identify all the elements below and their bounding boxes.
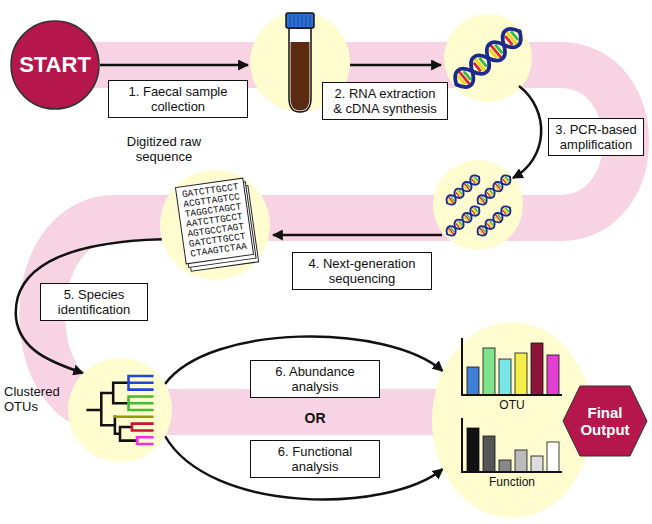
tube-body — [289, 28, 311, 112]
step-box: 5. Species identification — [40, 283, 148, 321]
flow-arrow — [273, 234, 442, 237]
illustration-circle: GATCTTGCCTACGTTAGTCCTAGGCTAGCTAATCTTGCCT… — [160, 170, 270, 280]
step-box: 6. Functional analysis — [250, 440, 380, 478]
step-label: 3. PCR-based amplification — [553, 122, 639, 152]
step-label: 4. Next-generation sequencing — [299, 256, 425, 286]
step-box: 6. Abundance analysis — [250, 360, 380, 398]
connector-arrow — [165, 436, 443, 499]
dna-helix — [475, 204, 513, 238]
text-holder: Function — [462, 475, 562, 489]
node-illustration — [88, 376, 153, 444]
output-hexagon: Final Output — [562, 385, 648, 457]
step-label: 2. RNA extraction & cDNA synthesis — [329, 86, 441, 116]
step-label: 1. Faecal sample collection — [115, 84, 241, 114]
step-label: 5. Species identification — [47, 287, 141, 317]
tube-cap — [286, 13, 314, 28]
chart-label: Function — [462, 475, 562, 489]
connector-arrow — [16, 239, 162, 373]
paper-sheet: GATCTTGCCTACGTTAGTCCTAGGCTAGCTAATCTTGCCT… — [175, 178, 254, 265]
step-box: 3. PCR-based amplification — [548, 118, 644, 156]
start-disc — [11, 21, 99, 109]
label-holder: OR — [295, 410, 335, 426]
dna-helix — [444, 173, 482, 207]
step-box: 1. Faecal sample collection — [108, 80, 248, 118]
illustration-heading: Clustered OTUs — [4, 384, 64, 414]
step-label: 6. Abundance analysis — [257, 364, 373, 394]
yellow-disc — [68, 358, 172, 462]
node-illustration — [462, 338, 562, 472]
sample-tube — [286, 13, 314, 112]
or-label: OR — [295, 410, 335, 426]
text-holder: OTU — [462, 398, 562, 412]
flow-arrow — [513, 86, 541, 178]
step-box: 2. RNA extraction & cDNA synthesis — [322, 82, 448, 120]
yellow-disc — [160, 170, 270, 280]
flow-arrow — [100, 64, 248, 67]
dna-helix — [450, 24, 526, 92]
illustration-heading: Digitized raw sequence — [122, 134, 206, 164]
illustration-circle — [433, 160, 523, 250]
chart-label: OTU — [462, 398, 562, 412]
illustration-circle: Clustered OTUs — [68, 358, 172, 462]
start-label: START — [19, 53, 91, 77]
flow-arrow — [350, 64, 441, 67]
node-shape — [68, 358, 172, 462]
output-label: Final Output — [573, 404, 637, 438]
step-box: 4. Next-generation sequencing — [292, 252, 432, 290]
illustration-circle — [444, 14, 532, 102]
text-holder: Clustered OTUs — [4, 384, 64, 414]
tube-sample — [291, 42, 310, 111]
dna-helix — [475, 173, 513, 207]
cap-ridges — [290, 15, 310, 26]
dna-helix — [444, 204, 482, 238]
hexagon-shape — [563, 386, 647, 456]
step-label: 6. Functional analysis — [257, 444, 373, 474]
text-holder: Digitized raw sequence — [122, 134, 206, 164]
start-circle: START — [10, 20, 100, 110]
paper-stack: GATCTTGCCTACGTTAGTCCTAGGCTAGCTAATCTTGCCT… — [175, 178, 254, 265]
